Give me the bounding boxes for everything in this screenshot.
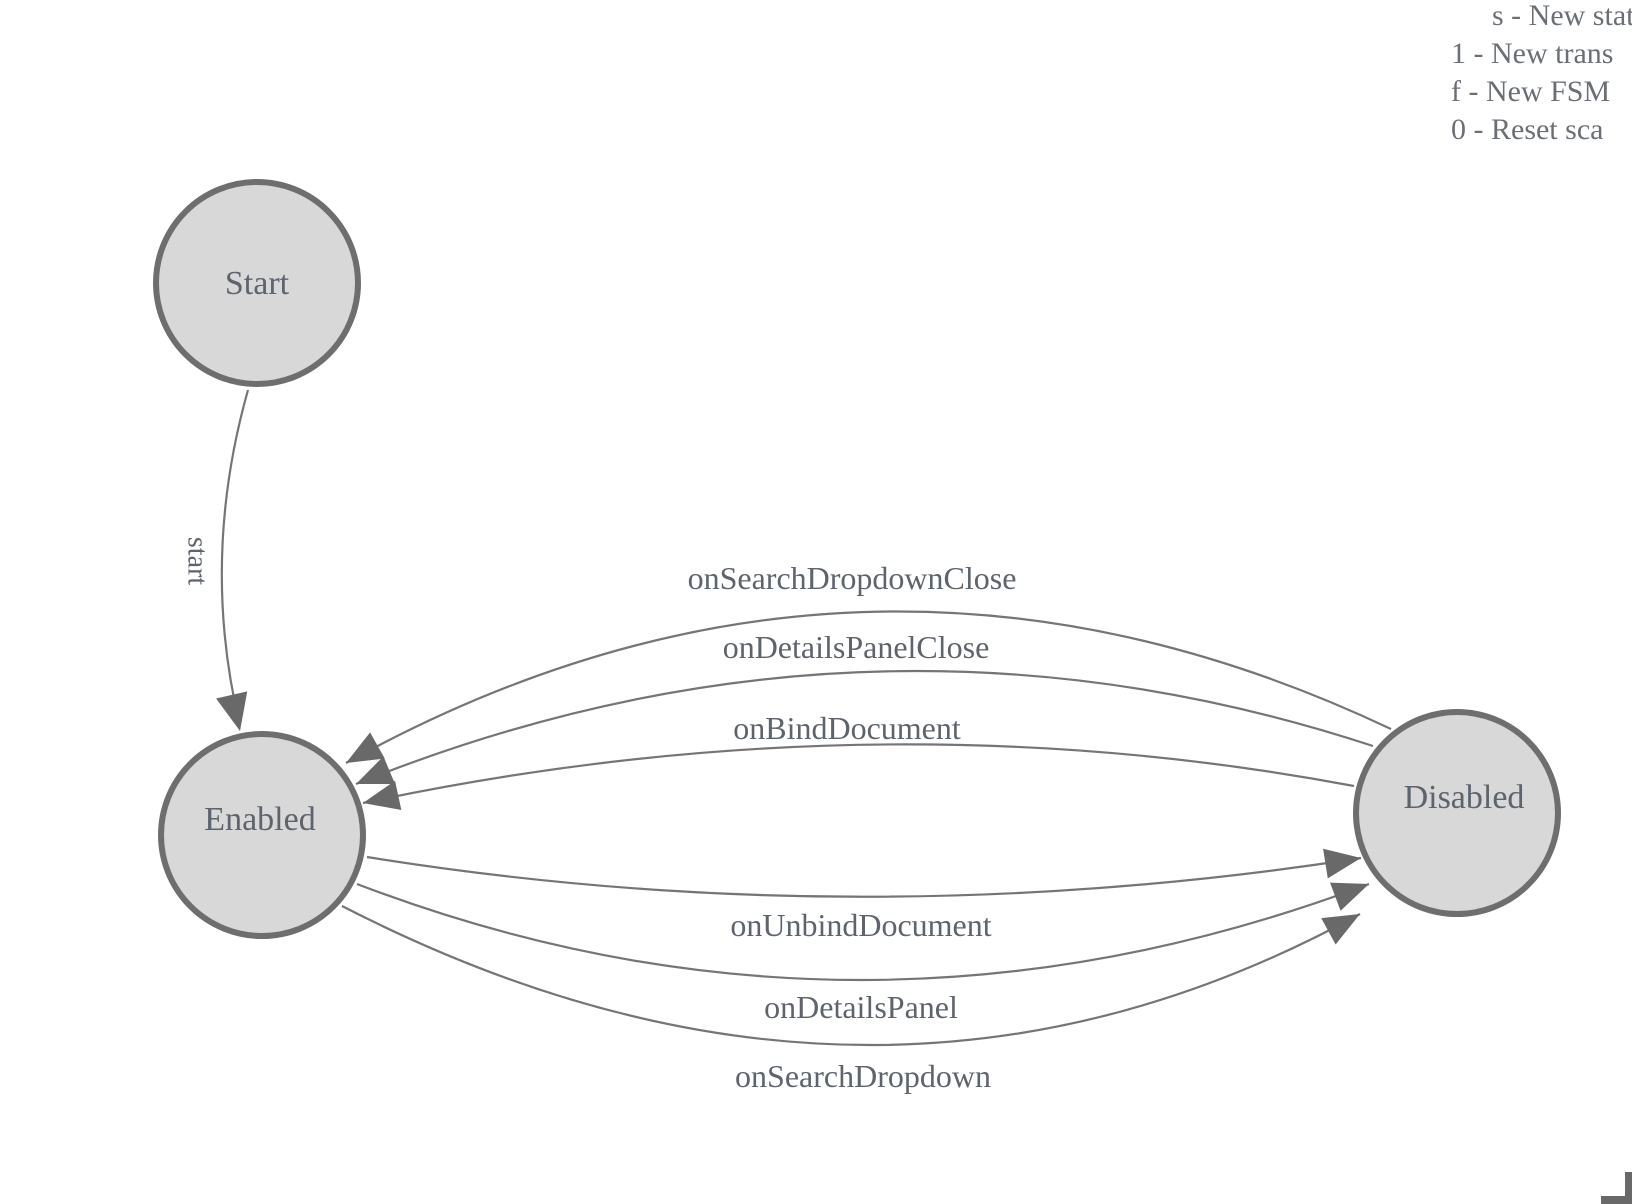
transition-onSearchDropdown-label: onSearchDropdown [735, 1058, 991, 1094]
legend-item-new-transition: 1 - New trans [1451, 37, 1614, 70]
legend-item-reset-scale: 0 - Reset sca [1451, 113, 1604, 146]
arrowhead-icon [356, 756, 395, 784]
state-enabled-circle[interactable] [158, 731, 366, 939]
arrowhead-icon [1330, 882, 1369, 911]
transition-onSearchDropdownClose-label: onSearchDropdownClose [688, 560, 1017, 596]
transition-onSearchDropdown[interactable]: onSearchDropdown [341, 901, 1367, 1094]
transition-onBindDocument[interactable]: onBindDocument [360, 710, 1355, 818]
corner-bracket [1601, 1172, 1632, 1204]
transition-onDetailsPanelClose-label: onDetailsPanelClose [723, 629, 990, 665]
transition-start[interactable]: start [182, 389, 256, 735]
state-enabled[interactable]: Enabled [158, 731, 366, 939]
transition-onSearchDropdownClose[interactable]: onSearchDropdownClose [339, 560, 1392, 776]
arrowhead-icon [1321, 914, 1360, 945]
transition-onBindDocument-path[interactable] [362, 743, 1355, 805]
transition-onDetailsPanel-label: onDetailsPanel [764, 989, 958, 1025]
transition-onDetailsPanelClose[interactable]: onDetailsPanelClose [350, 629, 1374, 798]
state-disabled[interactable]: Disabled [1353, 709, 1561, 917]
legend-item-new-fsm: f - New FSM [1451, 75, 1611, 108]
arrowhead-icon [1323, 848, 1361, 879]
transition-onDetailsPanel[interactable]: onDetailsPanel [356, 870, 1374, 1025]
transition-onBindDocument-label: onBindDocument [733, 710, 961, 746]
arrowhead-icon [216, 691, 248, 731]
transition-onDetailsPanel-path[interactable] [356, 882, 1370, 982]
state-disabled-label: Disabled [1404, 779, 1525, 816]
transition-onUnbindDocument-label: onUnbindDocument [730, 907, 991, 943]
transition-start-path[interactable] [220, 389, 250, 727]
state-start-circle[interactable] [153, 179, 361, 387]
transition-onDetailsPanelClose-path[interactable] [355, 669, 1374, 786]
transition-onSearchDropdownClose-path[interactable] [345, 610, 1392, 764]
state-disabled-circle[interactable] [1353, 709, 1561, 917]
legend-item-new-state: s - New stat [1492, 0, 1632, 32]
arrowhead-icon [363, 780, 402, 811]
transition-start-label: start [182, 537, 213, 585]
shortcut-legend: s - New stat 1 - New trans f - New FSM 0… [1451, 0, 1632, 149]
state-start[interactable]: Start [153, 179, 361, 387]
state-start-label: Start [225, 265, 290, 302]
arrowhead-icon [346, 732, 385, 763]
state-enabled-label: Enabled [204, 801, 315, 838]
transition-onUnbindDocument[interactable]: onUnbindDocument [366, 843, 1363, 943]
transition-onUnbindDocument-path[interactable] [366, 855, 1362, 898]
transition-onSearchDropdown-path[interactable] [341, 905, 1361, 1047]
